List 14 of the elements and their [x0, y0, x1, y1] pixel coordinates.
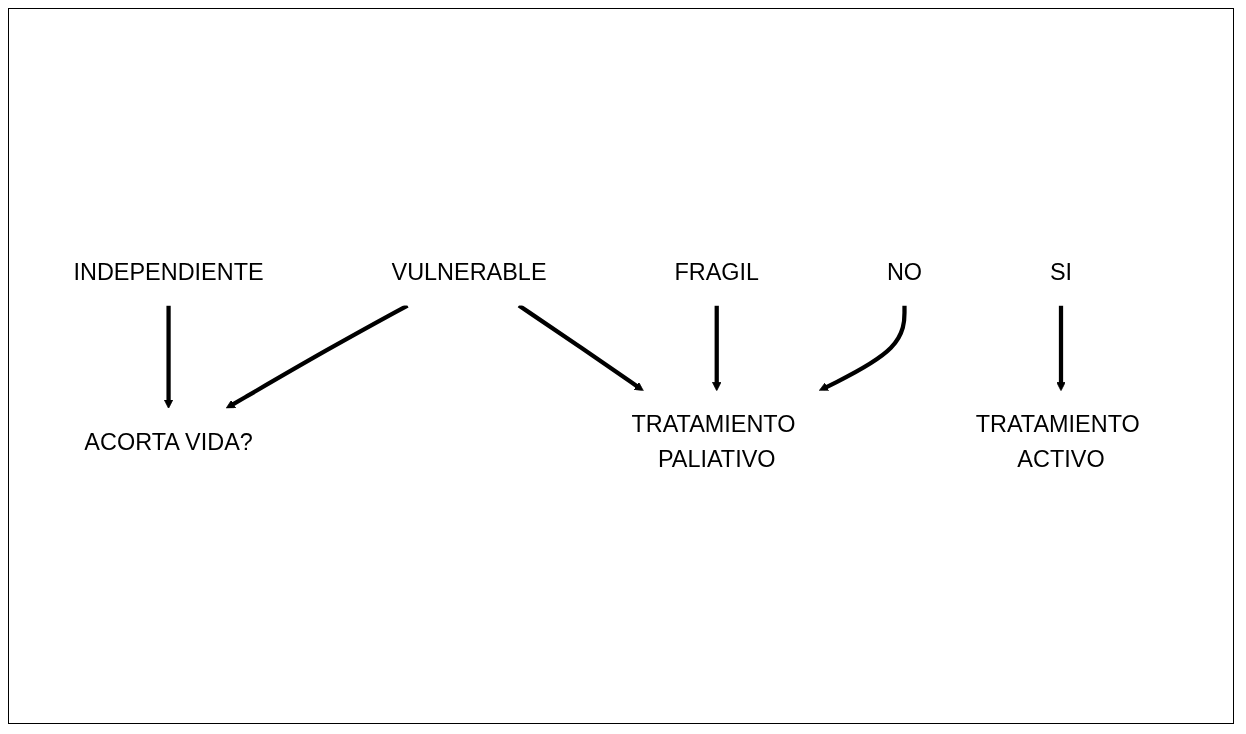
arrow: [226, 303, 410, 410]
arrow: [1056, 305, 1067, 392]
arrow: [518, 304, 645, 392]
node-text: VULNERABLE: [391, 258, 548, 286]
node-text: SI: [1050, 258, 1073, 286]
node-text: INDEPENDIENTE: [73, 258, 265, 286]
arrow: [164, 305, 174, 410]
node-text: ACORTA VIDA?: [84, 428, 254, 456]
arrow: [712, 305, 722, 392]
node-text: FRAGIL: [674, 258, 760, 286]
arrow: [819, 305, 908, 392]
node-text: TRATAMIENTO PALIATIVO: [631, 411, 796, 474]
node-text: TRATAMIENTO ACTIVO: [976, 411, 1141, 474]
node-text: NO: [887, 258, 923, 286]
